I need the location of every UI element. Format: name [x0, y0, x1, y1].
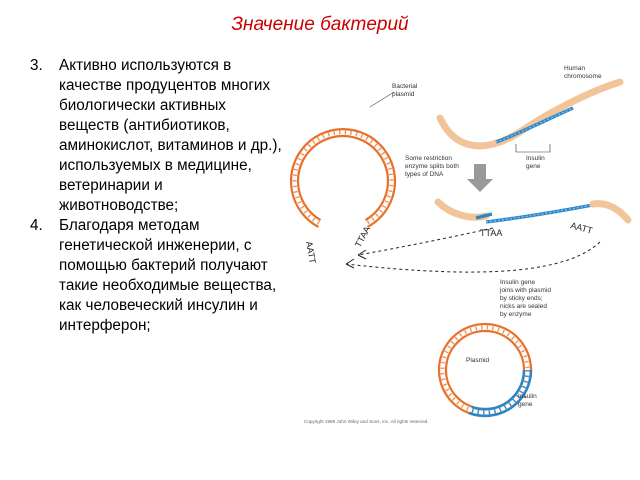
- item-text: Активно используются в качестве продуцен…: [59, 57, 282, 214]
- list-item: 4. Благодаря методам генетической инжене…: [30, 216, 282, 336]
- sequence-left-aatt: AATT: [304, 241, 318, 265]
- restriction-enzyme-label: Some restriction enzyme splits both type…: [405, 155, 461, 178]
- human-chromosome: [436, 78, 624, 150]
- process-arrow: [467, 164, 493, 192]
- recombinant-plasmid-circle: [437, 322, 533, 418]
- bacterial-plasmid-circle: [289, 128, 397, 228]
- item-text: Благодаря методам генетической инженерии…: [59, 217, 277, 334]
- slide-title: Значение бактерий: [231, 14, 409, 35]
- item-number: 3.: [30, 57, 43, 74]
- sticky-ends-label: Insulin gene joins with plasmid by stick…: [499, 279, 553, 318]
- dashed-arrow-lower: [345, 241, 601, 273]
- recombinant-dna-diagram: Bacterial plasmid AATT TTAA Human chromo…: [289, 65, 632, 424]
- bacterial-plasmid-label: Bacterial plasmid: [392, 83, 419, 98]
- dashed-arrow-upper: [357, 227, 494, 256]
- human-chromosome-label: Human chromosome: [564, 65, 602, 80]
- copyright-notice: Copyright 1999 John Wiley and Sons, Inc.…: [304, 419, 429, 424]
- insulin-gene-label-top: Insulin gene: [526, 155, 547, 170]
- item-number: 4.: [30, 217, 43, 234]
- sequence-left-ttaa: TTAA: [353, 225, 372, 249]
- sequence-middle-aatt: AATT: [569, 220, 594, 236]
- list-item: 3. Активно используются в качестве проду…: [30, 56, 282, 216]
- sequence-middle-ttaa: TTAA: [480, 228, 502, 238]
- bacteria-significance-list: 3. Активно используются в качестве проду…: [30, 56, 282, 336]
- insulin-gene-label-bottom: Insulin gene: [518, 393, 539, 408]
- cut-chromosome-fragments: [434, 198, 632, 224]
- plasmid-label: Plasmid: [466, 357, 490, 364]
